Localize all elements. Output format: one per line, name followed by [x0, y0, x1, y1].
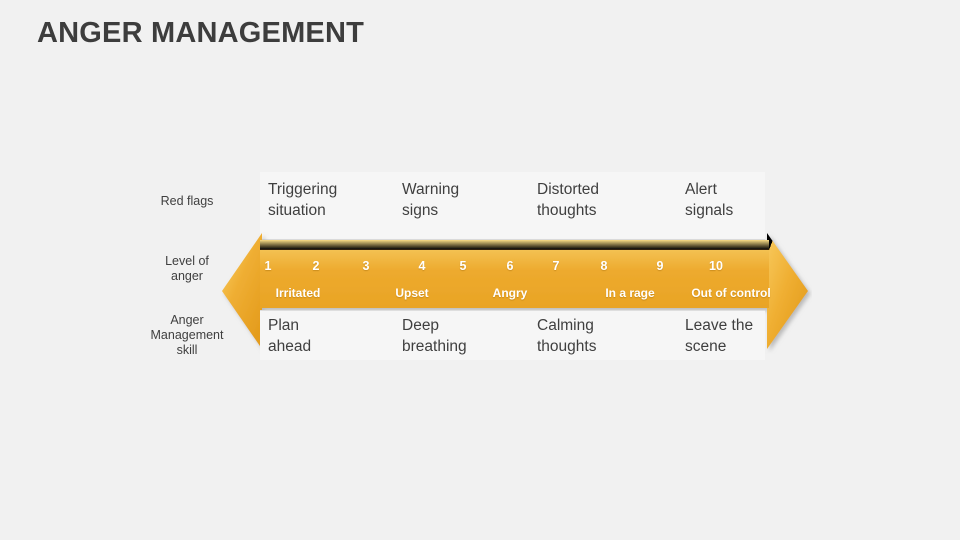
skill-card: Leave the scene	[685, 317, 754, 355]
red-flags-row: Triggering situation Warning signs Disto…	[260, 172, 765, 240]
skill-card: Plan ahead	[268, 317, 312, 355]
red-flag-card: Warning signs	[402, 181, 460, 219]
arrow-head-left	[222, 233, 262, 349]
arrow-body	[222, 233, 808, 349]
double-headed-arrow	[218, 228, 812, 354]
row-label-red-flags: Red flags	[160, 194, 214, 208]
arrow-svg	[222, 233, 808, 349]
anger-management-skill-row: Plan ahead Deep breathing Calming though…	[260, 310, 765, 360]
red-flag-card: Triggering situation	[268, 181, 338, 219]
arrow-band	[260, 240, 769, 308]
skill-card: Calming thoughts	[537, 317, 597, 355]
row-label-level-of-anger: Level of anger	[165, 254, 209, 283]
red-flag-card: Distorted thoughts	[537, 181, 600, 219]
row-label-anger-management-skill: Anger Management skill	[150, 313, 224, 357]
skill-card: Deep breathing	[402, 317, 467, 355]
arrow-head-right	[767, 233, 808, 349]
red-flag-card: Alert signals	[685, 181, 734, 219]
page-title: ANGER MANAGEMENT	[37, 17, 365, 49]
